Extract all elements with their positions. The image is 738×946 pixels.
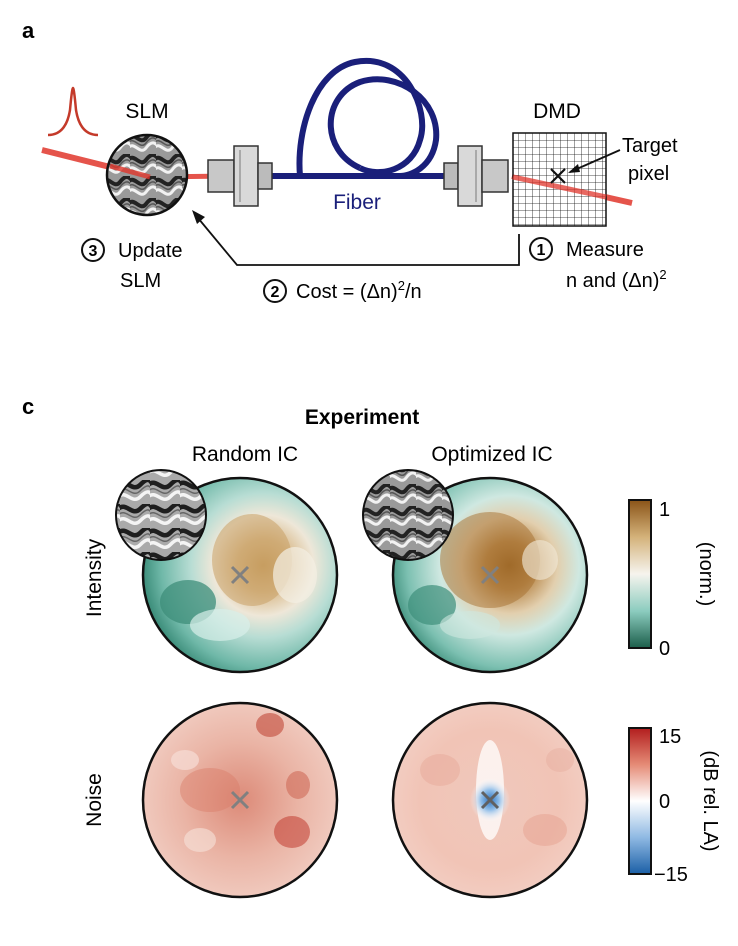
- target-label-line1: Target: [622, 135, 678, 157]
- intensity-cbar-max: 1: [659, 499, 670, 521]
- target-marker-2: [480, 565, 500, 585]
- noise-cbar-min: −15: [654, 864, 688, 886]
- step2-badge: [263, 279, 287, 303]
- step3-badge: [81, 238, 105, 262]
- noise-cbar-max: 15: [659, 726, 681, 748]
- noise-map-optimized: [391, 701, 589, 899]
- step2-number: 2: [271, 284, 280, 301]
- intensity-cbar-label: (norm.): [695, 542, 717, 606]
- target-pixel-marker: [550, 168, 566, 184]
- noise-colorbar: [628, 727, 652, 875]
- step1-badge: [529, 237, 553, 261]
- panel-c-label: c: [22, 394, 34, 419]
- step3-line1: Update: [118, 240, 183, 262]
- target-marker-4: [480, 790, 500, 810]
- feedback-arrow-icon: [192, 210, 205, 224]
- intensity-colorbar: [628, 499, 652, 649]
- step1-number: 1: [537, 242, 546, 259]
- noise-cbar-mid: 0: [659, 791, 670, 813]
- left-coupler-icon: [207, 145, 273, 207]
- slm-pattern-inset-optimized: [362, 469, 454, 561]
- row-header-intensity: Intensity: [83, 538, 106, 617]
- fiber-coil-icon: [270, 57, 470, 179]
- experiment-title: Experiment: [305, 406, 419, 429]
- feedback-loop: [197, 217, 520, 266]
- dmd-device: [512, 132, 607, 227]
- step1-line1: Measure: [566, 239, 644, 261]
- slm-pattern-inset-random: [115, 469, 207, 561]
- noise-cbar-label: (dB rel. LA): [699, 750, 721, 851]
- column-header-optimized: Optimized IC: [431, 443, 552, 466]
- panel-a-label: a: [22, 18, 35, 43]
- target-marker-1: [230, 565, 250, 585]
- row-header-noise: Noise: [83, 773, 106, 827]
- step1-line2: n and (Δn)2: [566, 267, 667, 292]
- dmd-label: DMD: [533, 100, 581, 123]
- target-marker-3: [230, 790, 250, 810]
- slm-label: SLM: [125, 100, 168, 123]
- target-label-line2: pixel: [628, 163, 669, 185]
- step2-cost: Cost = (Δn)2/n: [296, 278, 422, 303]
- step3-line2: SLM: [120, 270, 161, 292]
- intensity-cbar-min: 0: [659, 638, 670, 660]
- pulse-icon: [47, 86, 99, 137]
- right-coupler-icon: [443, 145, 509, 207]
- column-header-random: Random IC: [192, 443, 298, 466]
- step3-number: 3: [89, 243, 98, 260]
- fiber-label: Fiber: [333, 191, 381, 214]
